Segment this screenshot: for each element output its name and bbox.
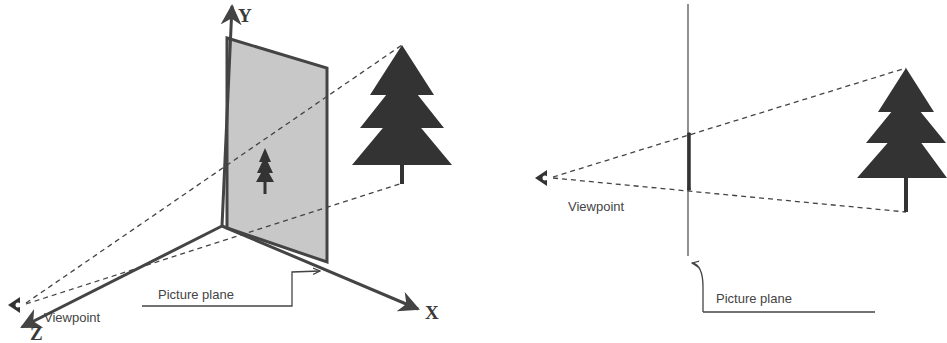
picture-plane-edge — [687, 4, 688, 256]
y-axis — [222, 6, 232, 226]
picture-plane — [227, 38, 327, 262]
sight-line — [553, 68, 906, 177]
eye-symbol — [8, 297, 21, 313]
axis-label: Z — [30, 324, 43, 343]
leader-line — [692, 263, 875, 312]
object-tree — [857, 68, 947, 212]
viewpoint-label: Viewpoint — [44, 311, 100, 324]
viewpoint-label: Viewpoint — [568, 200, 624, 213]
leader-line — [142, 271, 320, 306]
sight-line — [26, 183, 403, 304]
axis-label: Y — [238, 6, 252, 25]
x-axis — [222, 226, 418, 309]
sight-line — [553, 178, 906, 212]
sight-line — [26, 45, 402, 303]
eye-symbol — [535, 170, 548, 186]
object-tree — [352, 45, 452, 184]
z-axis — [22, 226, 222, 327]
projected-tree — [256, 148, 274, 194]
projected-tree — [687, 133, 691, 190]
callout-label: Picture plane — [158, 288, 234, 301]
callout-label: Picture plane — [716, 292, 792, 305]
axis-label: X — [425, 303, 439, 322]
